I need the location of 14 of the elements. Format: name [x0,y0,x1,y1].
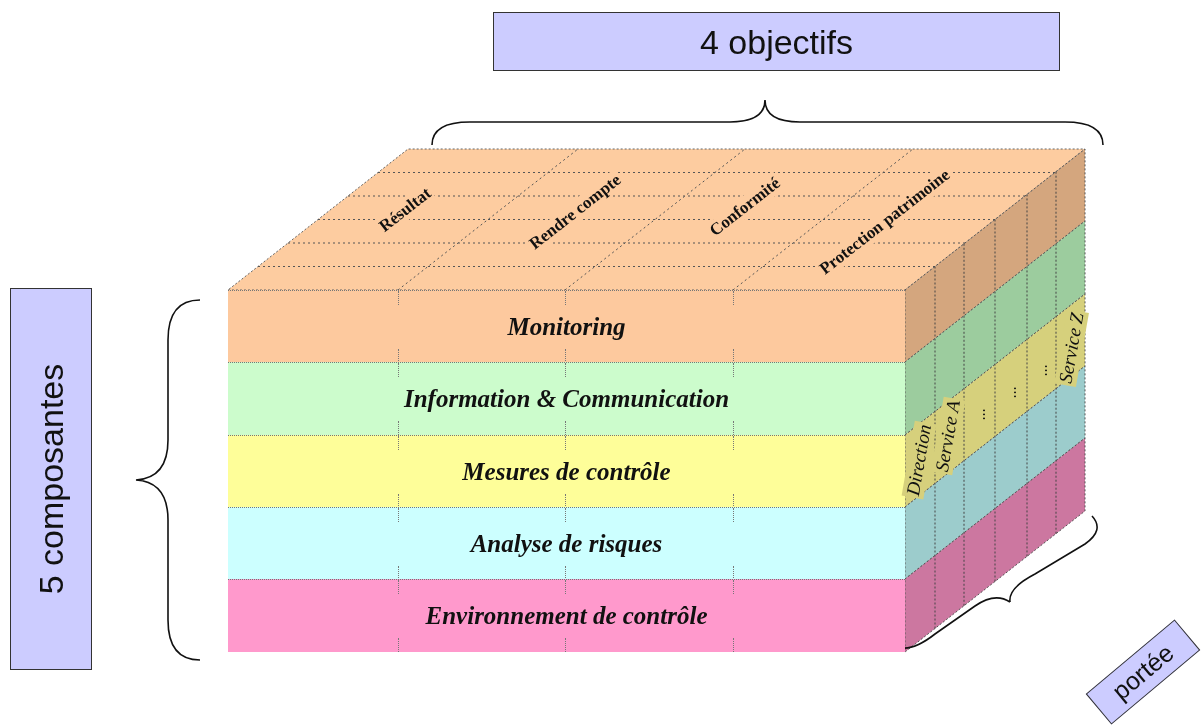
layer-band [228,579,905,652]
layer-label: Monitoring [507,312,626,341]
layer-band [228,290,905,362]
layer-label: Analyse de risques [470,529,663,558]
layer-label: Environnement de contrôle [425,602,708,630]
title-box [493,12,1060,71]
layer-band [228,362,905,435]
layer-band [228,435,905,507]
layer-label: Mesures de contrôle [462,457,671,486]
layer-band [228,507,905,579]
layer-label: Information & Communication [403,385,730,413]
title-box [10,288,92,670]
title-text: 5 composantes [31,363,71,595]
title-text: 4 objectifs [699,22,854,61]
